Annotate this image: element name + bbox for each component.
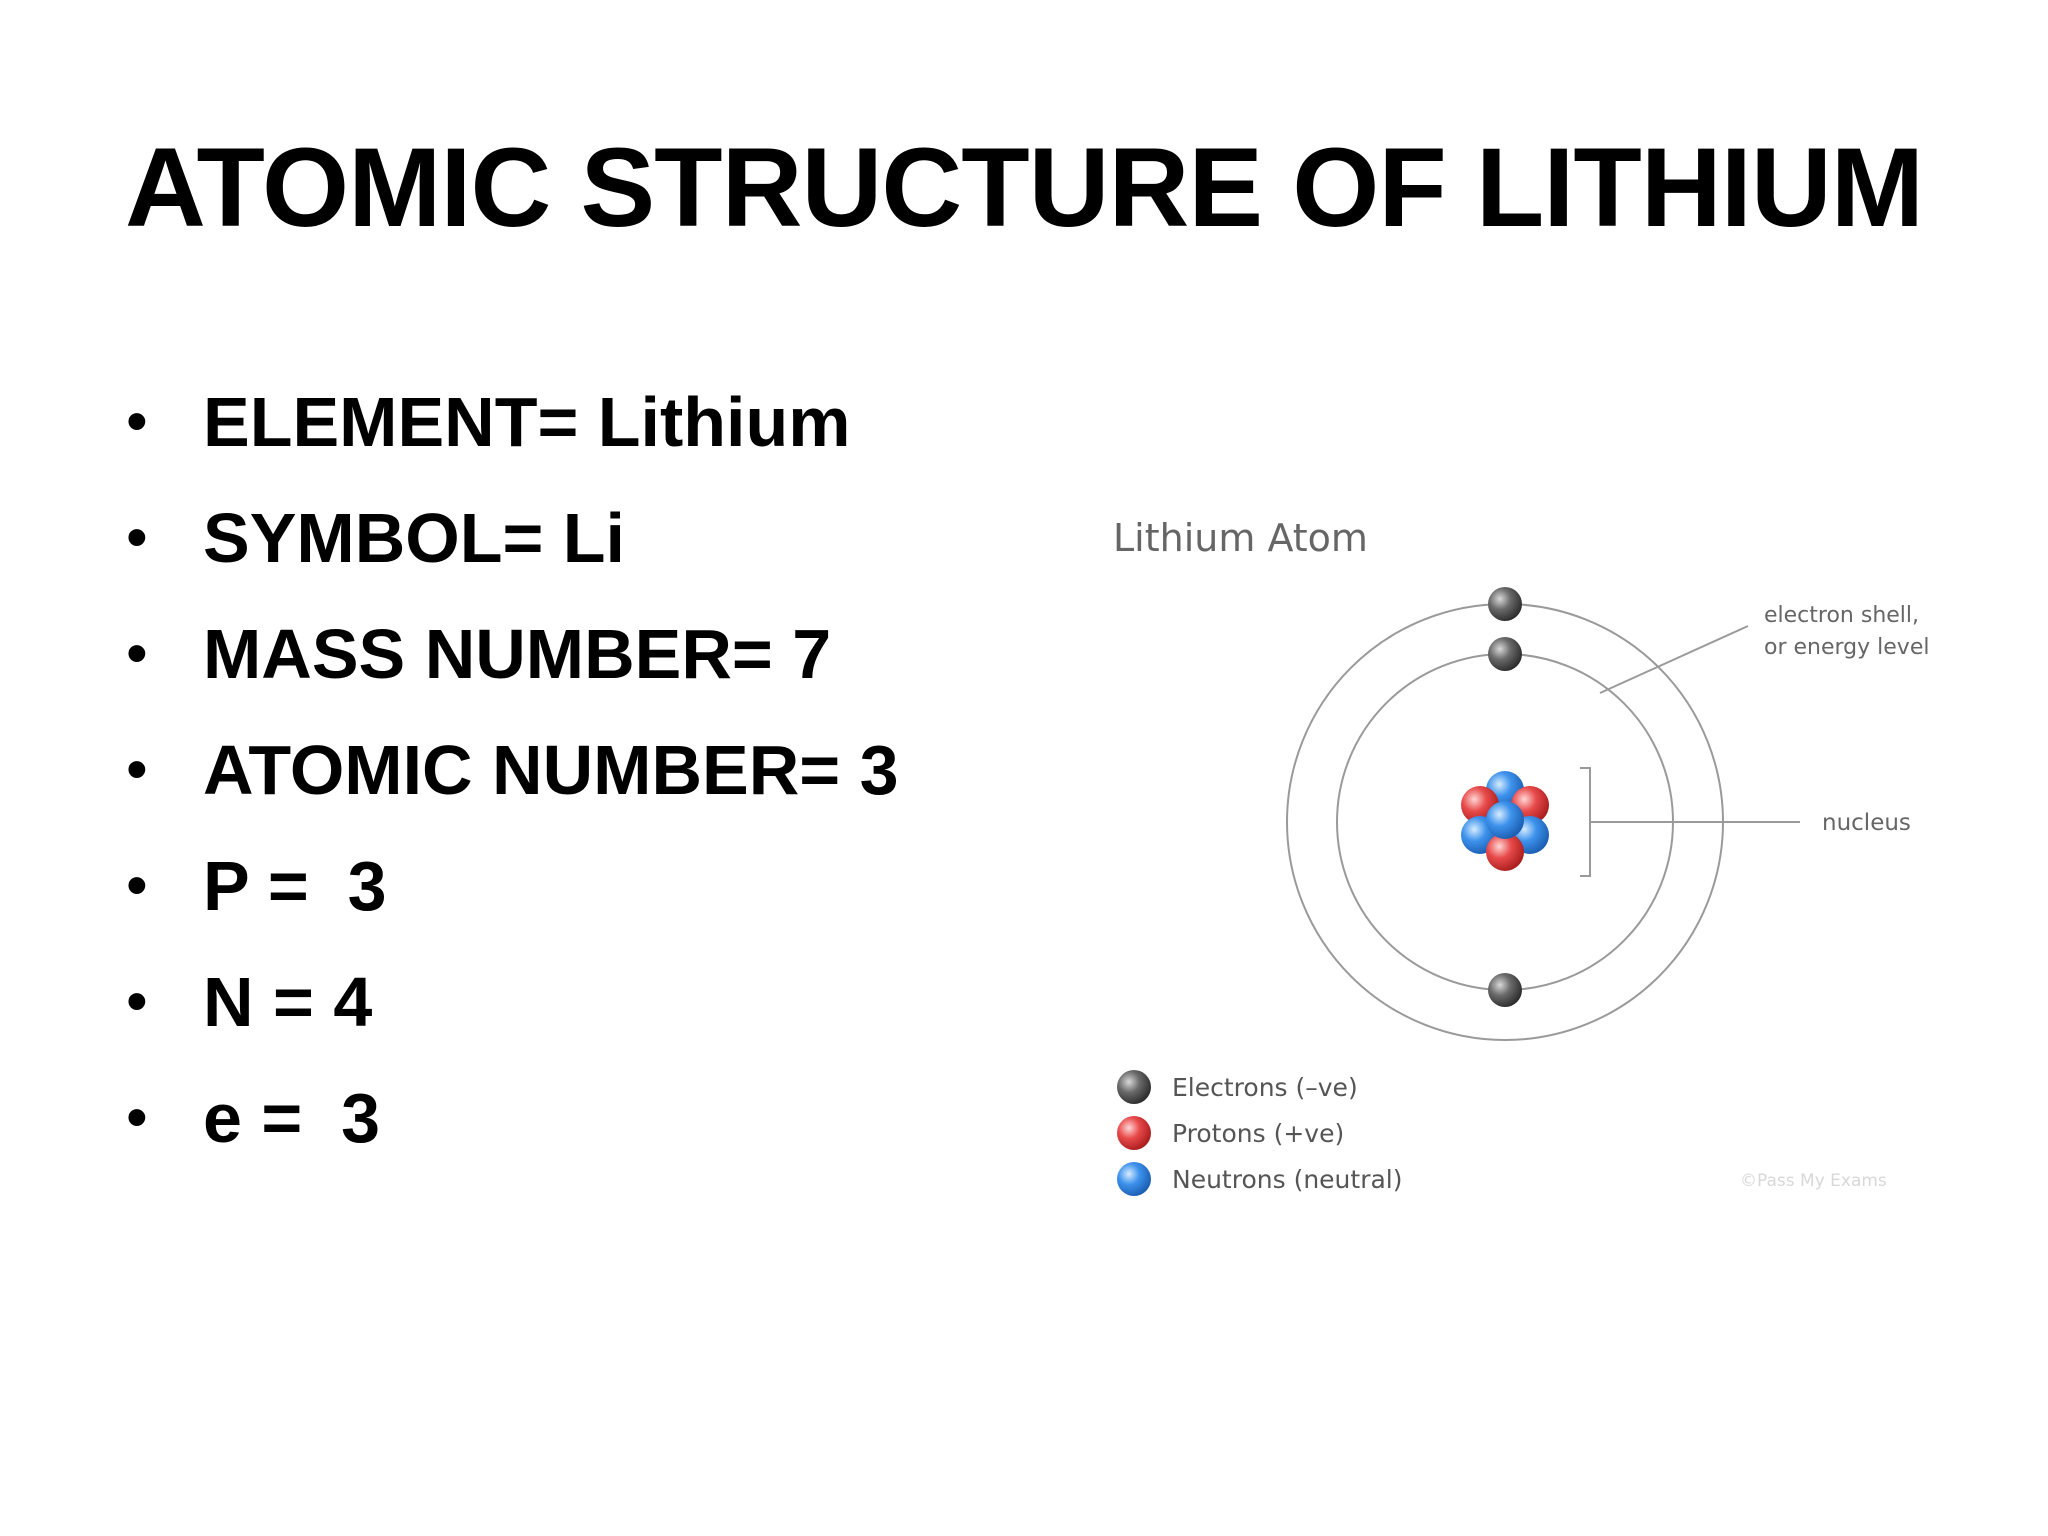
lithium-atom-diagram: Lithium Atom electron shell, or energy l… bbox=[1100, 500, 2000, 1240]
fact-element: • ELEMENT= Lithium bbox=[118, 378, 899, 494]
legend-neutrons-label: Neutrons (neutral) bbox=[1172, 1165, 1403, 1194]
fact-text: N = 4 bbox=[203, 963, 372, 1041]
bullet-icon: • bbox=[126, 494, 148, 582]
legend-electron-swatch bbox=[1117, 1070, 1151, 1104]
fact-text: MASS NUMBER= 7 bbox=[203, 615, 831, 693]
fact-electrons: • e = 3 bbox=[118, 1074, 899, 1190]
bullet-icon: • bbox=[126, 1074, 148, 1162]
fact-protons: • P = 3 bbox=[118, 842, 899, 958]
shell-label-line1: electron shell, bbox=[1764, 603, 1919, 628]
bullet-icon: • bbox=[126, 610, 148, 698]
bullet-icon: • bbox=[126, 378, 148, 466]
fact-text: ELEMENT= Lithium bbox=[203, 383, 851, 461]
diagram-title: Lithium Atom bbox=[1113, 516, 1368, 560]
bullet-icon: • bbox=[126, 958, 148, 1046]
fact-text: e = 3 bbox=[203, 1079, 380, 1157]
fact-symbol: • SYMBOL= Li bbox=[118, 494, 899, 610]
legend-electrons-label: Electrons (–ve) bbox=[1172, 1073, 1358, 1102]
slide-title: ATOMIC STRUCTURE OF LITHIUM bbox=[0, 132, 2048, 244]
credit-watermark: ©Pass My Exams bbox=[1740, 1171, 1887, 1191]
legend-proton-swatch bbox=[1117, 1116, 1151, 1150]
neutron bbox=[1486, 801, 1524, 839]
nucleus bbox=[1461, 771, 1549, 871]
legend-neutron-swatch bbox=[1117, 1162, 1151, 1196]
electron-outer-shell bbox=[1488, 587, 1522, 621]
legend-protons-label: Protons (+ve) bbox=[1172, 1119, 1344, 1148]
electron-inner-shell-top bbox=[1488, 637, 1522, 671]
fact-list: • ELEMENT= Lithium • SYMBOL= Li • MASS NUMB… bbox=[118, 378, 899, 1190]
bullet-icon: • bbox=[126, 842, 148, 930]
electron-inner-shell-bottom bbox=[1488, 973, 1522, 1007]
fact-neutrons: • N = 4 bbox=[118, 958, 899, 1074]
atom-diagram-svg: Lithium Atom electron shell, or energy l… bbox=[1100, 500, 2000, 1240]
shell-label-line2: or energy level bbox=[1764, 635, 1929, 660]
fact-text: P = 3 bbox=[203, 847, 387, 925]
bullet-icon: • bbox=[126, 726, 148, 814]
nucleus-bracket bbox=[1580, 768, 1590, 876]
fact-atomic-number: • ATOMIC NUMBER= 3 bbox=[118, 726, 899, 842]
nucleus-label: nucleus bbox=[1822, 810, 1911, 836]
fact-text: SYMBOL= Li bbox=[203, 499, 625, 577]
fact-text: ATOMIC NUMBER= 3 bbox=[203, 731, 899, 809]
fact-mass-number: • MASS NUMBER= 7 bbox=[118, 610, 899, 726]
